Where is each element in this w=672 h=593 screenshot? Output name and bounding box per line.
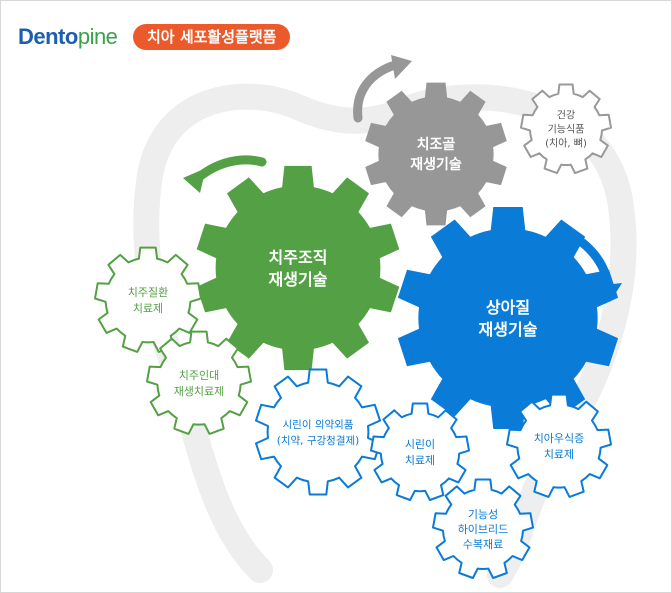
gear-label-line: 하이브리드 bbox=[458, 522, 509, 536]
gear-shape bbox=[196, 165, 400, 371]
gear-label-line: 치주조직 bbox=[269, 248, 328, 267]
gear-shape bbox=[520, 83, 612, 175]
gear-label-line: 시린이 의약외품 bbox=[283, 419, 354, 431]
gear-label-line: 재생기술 bbox=[410, 157, 462, 173]
gear-label-line: 재생기술 bbox=[269, 270, 328, 289]
gear-shape bbox=[506, 393, 612, 498]
gear-label-line: 치료제 bbox=[544, 448, 574, 461]
gray-arrow-head bbox=[391, 55, 412, 79]
gear-label-line: 치아우식증 bbox=[534, 432, 585, 445]
green-arrow-head bbox=[183, 168, 206, 193]
gear-shape bbox=[255, 368, 381, 496]
gray-arrow bbox=[353, 55, 412, 123]
gear-shape bbox=[397, 207, 619, 429]
gear-shape bbox=[365, 82, 507, 226]
gear-label-line: 기능식품 bbox=[548, 124, 585, 136]
green-arrow bbox=[183, 155, 267, 193]
gear-label-line: 치료제 bbox=[133, 302, 163, 315]
gear-label-line: 시린이 bbox=[405, 438, 435, 451]
gear-shape bbox=[432, 478, 534, 579]
gear-label-line: 수복재료 bbox=[463, 538, 503, 551]
logo-text-a: Dento bbox=[18, 24, 78, 49]
gear-label-line: 치주질환 bbox=[128, 286, 168, 299]
gear-label-line: 치주인대 bbox=[179, 369, 219, 382]
gear-shape bbox=[370, 402, 470, 501]
gear-label-line: 기능성 bbox=[468, 508, 498, 521]
logo-text-b: pine bbox=[77, 24, 118, 49]
gear-label-line: 건강 bbox=[557, 110, 575, 122]
gear-shape bbox=[94, 246, 202, 353]
gear-label-line: (치약, 구강청결제) bbox=[277, 435, 360, 447]
green-arrow-shaft bbox=[193, 155, 267, 183]
gear-label-line: 재생치료제 bbox=[174, 385, 225, 398]
gear-label-line: 재생기술 bbox=[479, 320, 538, 339]
gear-shape bbox=[146, 330, 252, 435]
gear-label-line: 상아질 bbox=[486, 298, 530, 317]
gear-label-line: (치아, 뼈) bbox=[545, 138, 587, 150]
gear-label-line: 치조골 bbox=[417, 137, 456, 153]
gear-sensitivity-quasi-drug: 시린이 의약외품 (치약, 구강청결제) bbox=[255, 368, 381, 496]
gear-label-line: 치료제 bbox=[405, 454, 435, 467]
platform-badge: 치아 세포활성플랫폼 bbox=[133, 24, 291, 50]
gray-arrow-shaft bbox=[353, 61, 397, 123]
